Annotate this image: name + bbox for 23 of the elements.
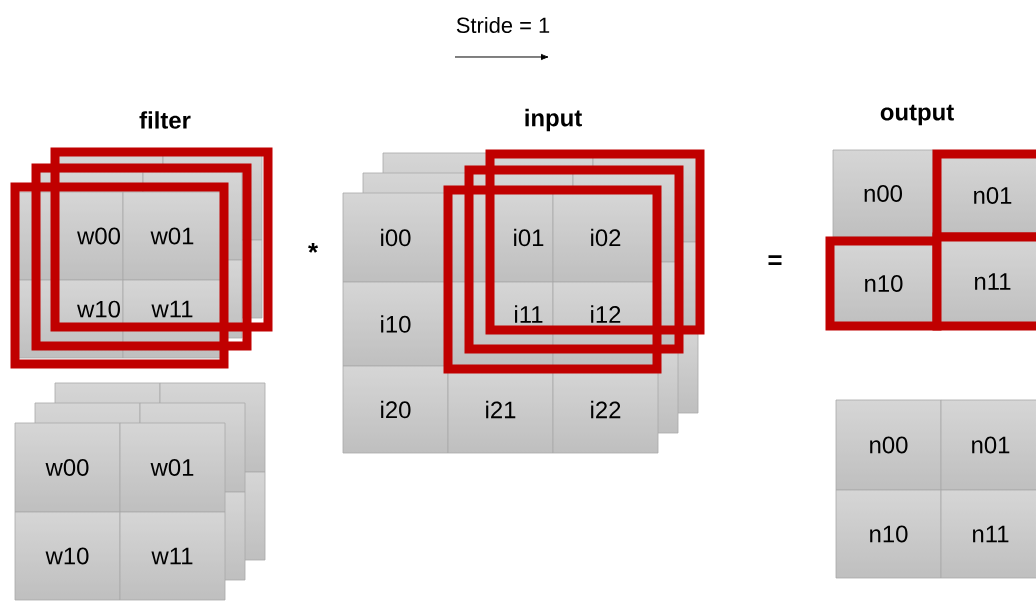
operator-symbol: = <box>768 255 782 266</box>
grid-cell: w11 <box>119 511 226 601</box>
operator-symbol: * <box>308 243 319 253</box>
grid-cell: i02 <box>552 192 659 283</box>
grid-cell: w00 <box>14 422 121 513</box>
heading: input <box>525 108 582 132</box>
grid-cell: n11 <box>940 489 1036 579</box>
grid-cell: n10 <box>835 489 942 579</box>
grid-cell: n01 <box>940 399 1036 491</box>
grid-cell: i00 <box>342 192 449 283</box>
grid-cell: w01 <box>119 422 226 513</box>
grid-cell: i22 <box>552 365 659 454</box>
heading: filter <box>139 111 191 129</box>
grid-cell: w10 <box>14 511 121 601</box>
title: Stride = 1 <box>456 16 550 34</box>
grid-cell: n10 <box>825 236 942 331</box>
grid-cell: n11 <box>932 232 1036 331</box>
heading: output <box>880 104 954 126</box>
grid-cell: w01 <box>122 191 223 281</box>
grid-cell: n00 <box>835 399 942 491</box>
grid-cell: i20 <box>342 365 449 454</box>
grid-cell: n00 <box>832 149 934 238</box>
grid-cell: i10 <box>342 281 449 367</box>
